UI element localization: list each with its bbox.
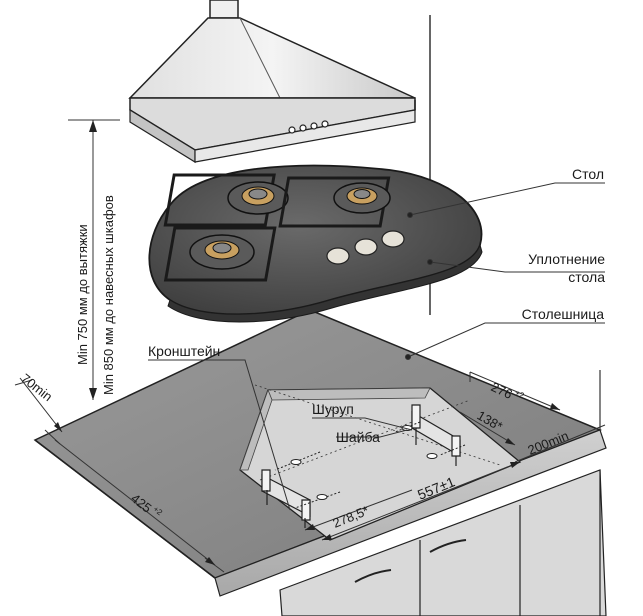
burner-rear-left	[163, 173, 289, 227]
range-hood	[128, 0, 416, 164]
hood-knob-icon	[321, 120, 329, 128]
label-bracket: Кронштейн	[148, 343, 220, 359]
bracket-right	[411, 404, 461, 458]
knob-icon	[354, 238, 378, 256]
label-table: Стол	[572, 166, 604, 182]
burner-front-left	[163, 226, 277, 282]
hood-knob-icon	[288, 126, 296, 134]
dimension-lines	[14, 371, 606, 573]
glass-hob	[148, 164, 483, 323]
label-countertop: Столешница	[522, 306, 605, 322]
vertical-clearance-line	[68, 119, 120, 400]
burner-rear-right	[278, 176, 391, 228]
screws	[266, 421, 466, 528]
hob-knobs	[326, 230, 405, 265]
label-washer: Шайба	[336, 429, 380, 445]
knob-icon	[326, 247, 350, 265]
cabinet	[279, 469, 607, 616]
label-screw: Шуруп	[312, 401, 354, 417]
dimension-arrows	[54, 403, 560, 565]
label-seal-line2: стола	[568, 269, 605, 285]
hood-knob-icon	[310, 122, 318, 130]
knob-icon	[381, 230, 405, 248]
dim-276-sup: +2	[513, 388, 526, 400]
text-hood-clearance: Min 750 мм до вытяжки	[75, 224, 90, 365]
label-seal-line1: Уплотнение	[528, 251, 605, 267]
leader-lines	[148, 182, 605, 511]
hood-knob-icon	[299, 124, 307, 132]
text-cabinet-clearance: Min 850 мм до навесных шкафов	[101, 195, 116, 395]
